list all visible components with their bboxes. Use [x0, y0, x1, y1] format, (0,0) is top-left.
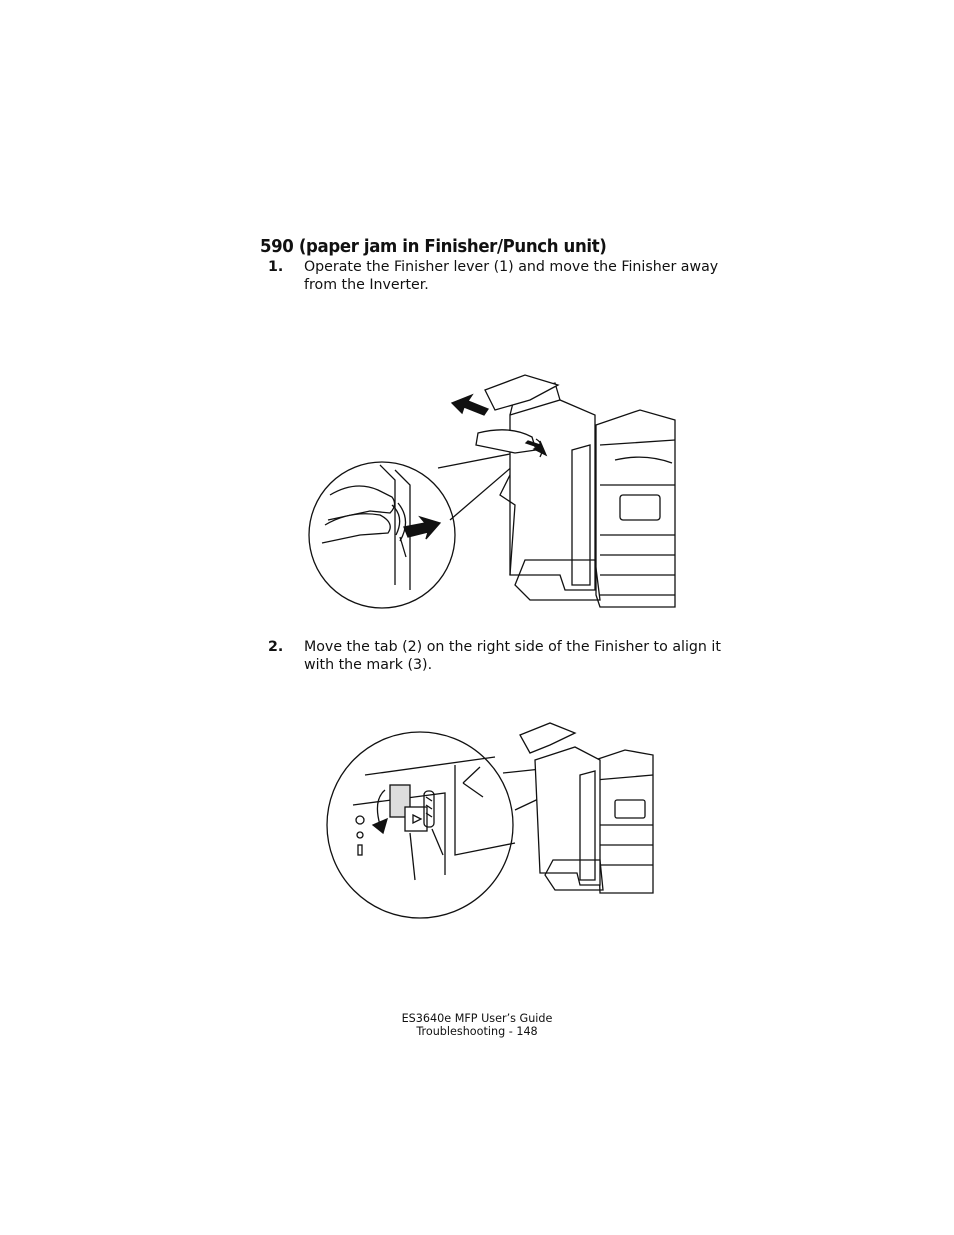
step-number: 2.: [268, 639, 284, 655]
footer-guide-title: ES3640e MFP User’s Guide: [401, 1012, 553, 1025]
finisher-lever-illustration: [300, 345, 680, 615]
step-number: 1.: [268, 259, 284, 275]
step-text: Operate the Finisher lever (1) and move …: [304, 259, 719, 293]
finisher-tab-illustration: [325, 705, 655, 920]
step-text: Move the tab (2) on the right side of th…: [304, 639, 721, 673]
footer-page-label: Troubleshooting - 148: [416, 1025, 538, 1038]
section-title: 590 (paper jam in Finisher/Punch unit): [260, 236, 607, 257]
